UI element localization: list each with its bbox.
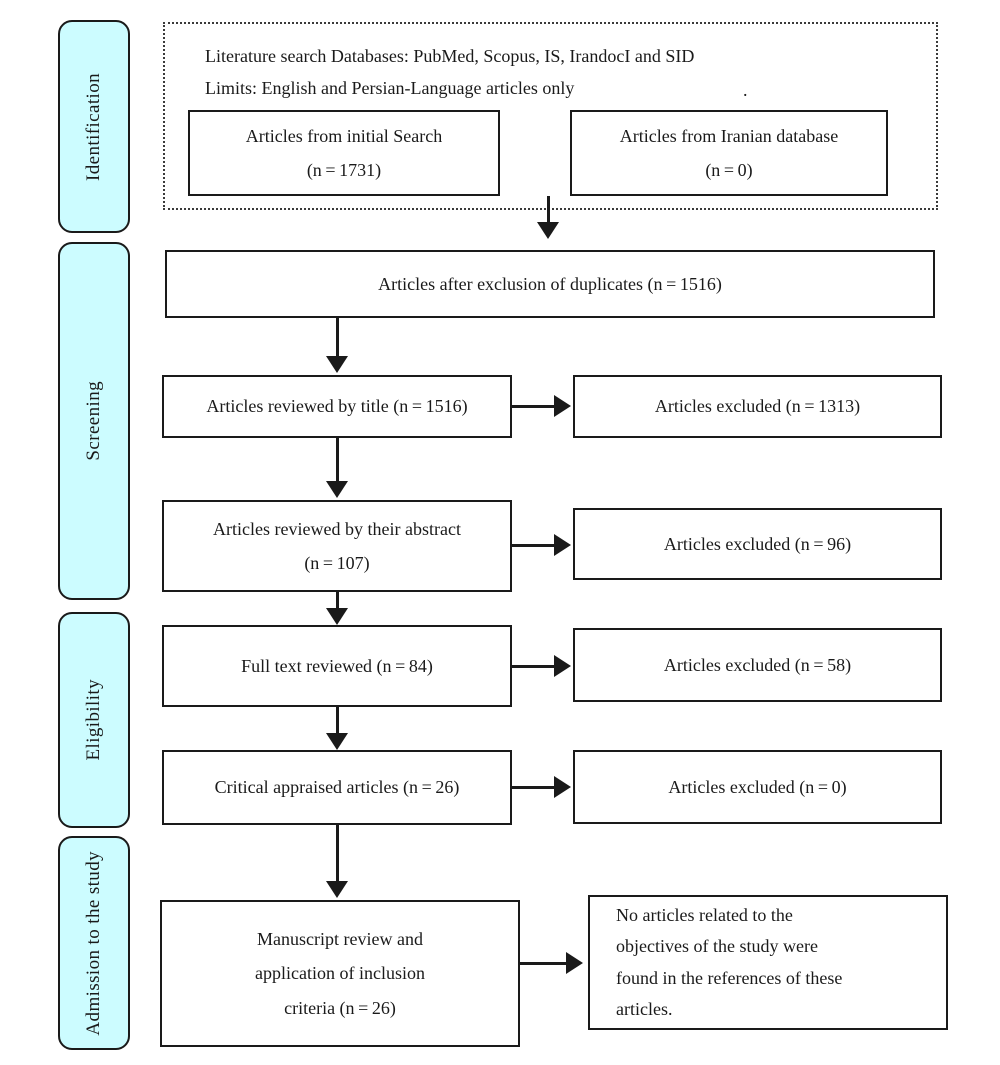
- connector-abstract-to-excluded: [512, 544, 556, 547]
- title-review-line1: Articles reviewed by title (n = 1516): [206, 396, 468, 417]
- box-articles-excluded-fulltext: Articles excluded (n = 58): [573, 628, 942, 702]
- stage-identification: Identification: [58, 20, 130, 233]
- identification-region: [163, 22, 938, 210]
- box-no-articles-note: No articles related to the objectives of…: [588, 895, 948, 1030]
- search-limits-text: Limits: English and Persian-Language art…: [205, 78, 575, 98]
- excluded-appraisal-text: Articles excluded (n = 0): [668, 776, 847, 797]
- initial-search-line2: (n = 1731): [306, 160, 382, 180]
- arrowhead-appraisal-to-excluded: [554, 776, 571, 798]
- connector-title-to-excluded: [512, 405, 556, 408]
- stage-eligibility: Eligibility: [58, 612, 130, 828]
- box-full-text-reviewed: Full text reviewed (n = 84): [162, 625, 512, 707]
- box-manuscript-review: Manuscript review and application of inc…: [160, 900, 520, 1047]
- stage-screening-label: Screening: [83, 381, 104, 461]
- abstract-review-line2: (n = 107): [304, 553, 370, 573]
- connector-fulltext-to-excluded: [512, 665, 556, 668]
- arrowhead-abstract-to-fulltext: [326, 608, 348, 625]
- box-articles-reviewed-by-abstract: Articles reviewed by their abstract (n =…: [162, 500, 512, 592]
- note-line1: No articles related to the: [616, 904, 793, 925]
- connector-identification-to-duplicates: [547, 196, 550, 224]
- stage-admission-label: Admission to the study: [83, 850, 104, 1036]
- arrowhead-abstract-to-excluded: [554, 534, 571, 556]
- manuscript-line1: Manuscript review and: [257, 929, 423, 950]
- stage-screening: Screening: [58, 242, 130, 600]
- excluded-fulltext-text: Articles excluded (n = 58): [663, 654, 852, 675]
- arrowhead-fulltext-to-excluded: [554, 655, 571, 677]
- box-articles-after-duplicates: Articles after exclusion of duplicates (…: [165, 250, 935, 318]
- box-articles-excluded-title: Articles excluded (n = 1313): [573, 375, 942, 438]
- iranian-database-line2: (n = 0): [705, 160, 753, 180]
- arrowhead-title-to-abstract: [326, 481, 348, 498]
- full-text-line1: Full text reviewed (n = 84): [241, 655, 433, 676]
- abstract-review-line1: Articles reviewed by their abstract: [213, 518, 461, 539]
- note-line2: objectives of the study were: [616, 936, 818, 956]
- arrowhead-fulltext-to-appraisal: [326, 733, 348, 750]
- search-databases-text: Literature search Databases: PubMed, Sco…: [205, 46, 695, 66]
- connector-title-to-abstract: [336, 438, 339, 483]
- connector-appraisal-to-manuscript: [336, 825, 339, 885]
- manuscript-line2: application of inclusion: [255, 963, 425, 984]
- excluded-title-text: Articles excluded (n = 1313): [654, 396, 861, 417]
- connector-duplicates-to-title: [336, 318, 339, 358]
- box-articles-initial-search: Articles from initial Search (n = 1731): [188, 110, 500, 196]
- box-articles-iranian-database: Articles from Iranian database (n = 0): [570, 110, 888, 196]
- critical-appraisal-line1: Critical appraised articles (n = 26): [214, 777, 460, 798]
- arrowhead-duplicates-to-title: [326, 356, 348, 373]
- arrowhead-manuscript-to-note: [566, 952, 583, 974]
- box-articles-reviewed-by-title: Articles reviewed by title (n = 1516): [162, 375, 512, 438]
- stray-period-mark: .: [743, 80, 748, 100]
- box-critical-appraised-articles: Critical appraised articles (n = 26): [162, 750, 512, 825]
- note-line4: articles.: [616, 999, 673, 1019]
- stage-admission: Admission to the study: [58, 836, 130, 1050]
- arrowhead-appraisal-to-manuscript: [326, 881, 348, 898]
- connector-appraisal-to-excluded: [512, 786, 556, 789]
- box-articles-excluded-appraisal: Articles excluded (n = 0): [573, 750, 942, 824]
- duplicates-text: Articles after exclusion of duplicates (…: [378, 273, 722, 294]
- connector-manuscript-to-note: [520, 962, 568, 965]
- excluded-abstract-text: Articles excluded (n = 96): [663, 533, 852, 554]
- box-articles-excluded-abstract: Articles excluded (n = 96): [573, 508, 942, 580]
- note-line3: found in the references of these: [616, 967, 843, 988]
- stage-eligibility-label: Eligibility: [83, 679, 104, 761]
- arrowhead-identification-to-duplicates: [537, 222, 559, 239]
- manuscript-line3: criteria (n = 26): [284, 997, 396, 1018]
- iranian-database-line1: Articles from Iranian database: [619, 125, 839, 146]
- stage-identification-label: Identification: [83, 72, 104, 181]
- connector-fulltext-to-appraisal: [336, 707, 339, 735]
- arrowhead-title-to-excluded: [554, 395, 571, 417]
- initial-search-line1: Articles from initial Search: [245, 125, 443, 146]
- connector-abstract-to-fulltext: [336, 592, 339, 622]
